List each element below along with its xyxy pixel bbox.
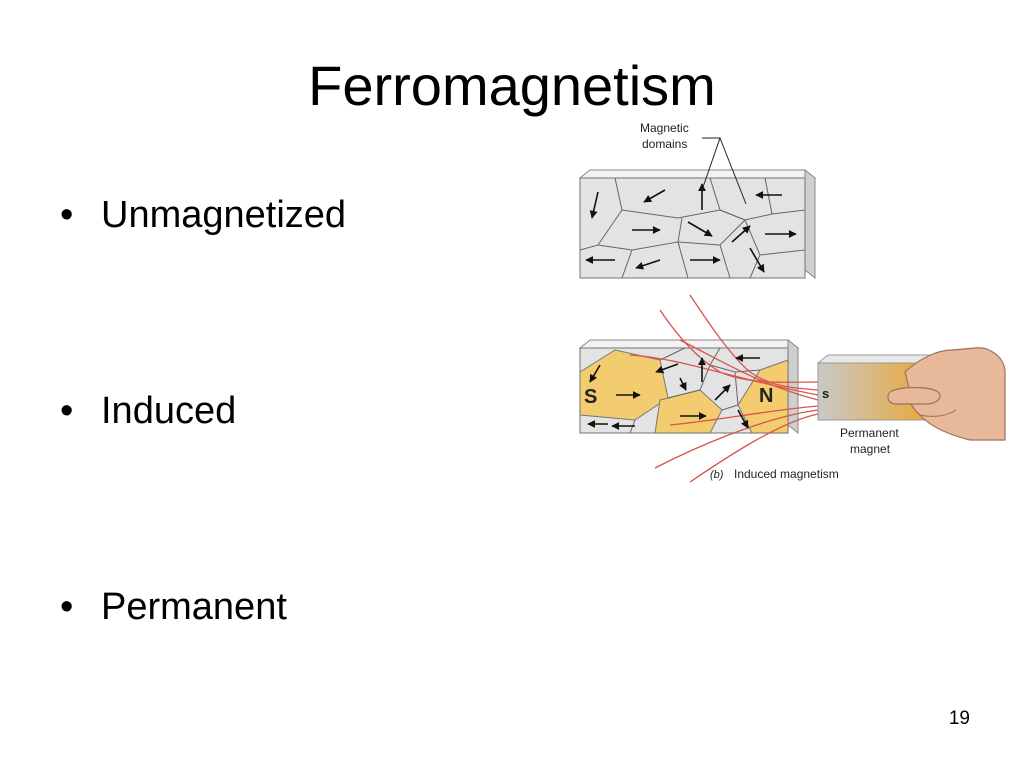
unmagnetized-block: Magnetic domains <box>578 121 817 280</box>
permanent-magnet-label-line1: Permanent <box>840 426 899 440</box>
bullet-text: Permanent <box>101 586 287 628</box>
bullet-text: Unmagnetized <box>101 194 347 236</box>
pole-n-label: N <box>759 385 773 407</box>
bullet-marker: • <box>60 390 74 432</box>
pole-s-label: S <box>584 386 597 408</box>
domains-pointer-lines <box>701 137 747 205</box>
bullet-marker: • <box>60 586 74 628</box>
domain-arrows <box>585 183 797 273</box>
slide-title: Ferromagnetism <box>308 54 716 117</box>
domains-label-line2: domains <box>642 137 687 151</box>
induced-block: S N <box>578 294 819 483</box>
induced-domain-arrows <box>587 354 760 430</box>
permanent-magnet-label-line2: magnet <box>850 442 891 456</box>
slide-number: 19 <box>948 708 970 729</box>
magnet-pole-s-label: s <box>822 386 829 401</box>
hand-icon <box>887 347 1006 441</box>
field-lines <box>629 294 819 483</box>
bullet-marker: • <box>60 194 74 236</box>
caption-text: Induced magnetism <box>734 467 839 481</box>
caption-letter: (b) <box>710 469 724 481</box>
domains-label-line1: Magnetic <box>640 121 689 135</box>
magnetic-domains-figure: Magnetic domains <box>578 121 1006 483</box>
bullet-text: Induced <box>101 390 237 432</box>
